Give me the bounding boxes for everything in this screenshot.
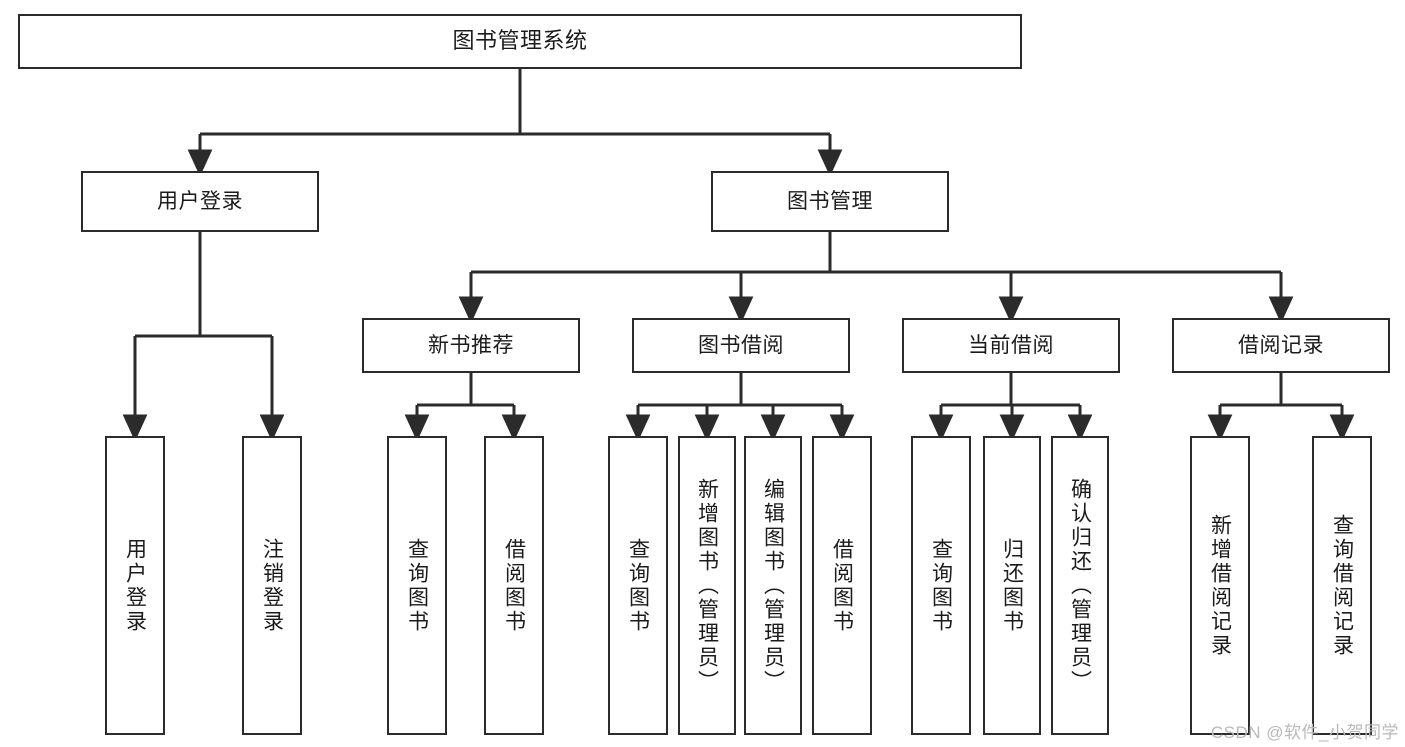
node-leaf-borrow-book[interactable]: 借阅图书 xyxy=(812,436,872,735)
node-leaf-borrow-book-label: 借阅图书 xyxy=(830,537,854,634)
node-leaf-add-borrow-record[interactable]: 新增借阅记录 xyxy=(1190,436,1250,735)
node-leaf-query-book-current-label: 查询图书 xyxy=(929,537,953,634)
node-root-label: 图书管理系统 xyxy=(452,28,588,54)
node-leaf-user-login-label: 用户登录 xyxy=(123,537,147,634)
node-leaf-logout[interactable]: 注销登录 xyxy=(242,436,302,735)
node-leaf-edit-book-label: 编辑图书（管理员） xyxy=(761,477,785,694)
node-new-book-recommend-label: 新书推荐 xyxy=(428,333,514,357)
node-current-borrow[interactable]: 当前借阅 xyxy=(902,318,1120,373)
node-user-login-label: 用户登录 xyxy=(157,189,243,213)
node-leaf-query-borrow-record-label: 查询借阅记录 xyxy=(1330,513,1354,658)
node-new-book-recommend[interactable]: 新书推荐 xyxy=(362,318,580,373)
node-leaf-add-book-label: 新增图书（管理员） xyxy=(695,477,719,694)
csdn-watermark: CSDN @软件_小贺同学 xyxy=(1210,723,1399,742)
node-book-management-label: 图书管理 xyxy=(787,189,873,213)
node-leaf-add-book[interactable]: 新增图书（管理员） xyxy=(678,436,736,735)
node-user-login[interactable]: 用户登录 xyxy=(81,171,319,232)
node-borrow-record-label: 借阅记录 xyxy=(1238,333,1324,357)
node-leaf-user-login[interactable]: 用户登录 xyxy=(105,436,165,735)
node-leaf-confirm-return[interactable]: 确认归还（管理员） xyxy=(1051,436,1109,735)
node-root[interactable]: 图书管理系统 xyxy=(18,14,1022,69)
node-leaf-add-borrow-record-label: 新增借阅记录 xyxy=(1208,513,1232,658)
node-leaf-query-book-borrow[interactable]: 查询图书 xyxy=(608,436,668,735)
node-current-borrow-label: 当前借阅 xyxy=(968,333,1054,357)
node-leaf-query-book-recommend[interactable]: 查询图书 xyxy=(387,436,447,735)
node-leaf-query-book-borrow-label: 查询图书 xyxy=(626,537,650,634)
node-book-management[interactable]: 图书管理 xyxy=(711,171,949,232)
node-book-borrow[interactable]: 图书借阅 xyxy=(632,318,850,373)
node-borrow-record[interactable]: 借阅记录 xyxy=(1172,318,1390,373)
node-leaf-query-book-recommend-label: 查询图书 xyxy=(405,537,429,634)
node-leaf-return-book-label: 归还图书 xyxy=(1000,537,1024,634)
node-leaf-query-book-current[interactable]: 查询图书 xyxy=(911,436,971,735)
node-leaf-logout-label: 注销登录 xyxy=(260,537,284,634)
node-leaf-borrow-book-recommend-label: 借阅图书 xyxy=(502,537,526,634)
node-leaf-borrow-book-recommend[interactable]: 借阅图书 xyxy=(484,436,544,735)
node-book-borrow-label: 图书借阅 xyxy=(698,333,784,357)
node-leaf-confirm-return-label: 确认归还（管理员） xyxy=(1068,477,1092,694)
node-leaf-query-borrow-record[interactable]: 查询借阅记录 xyxy=(1312,436,1372,735)
node-leaf-edit-book[interactable]: 编辑图书（管理员） xyxy=(744,436,802,735)
node-leaf-return-book[interactable]: 归还图书 xyxy=(983,436,1041,735)
